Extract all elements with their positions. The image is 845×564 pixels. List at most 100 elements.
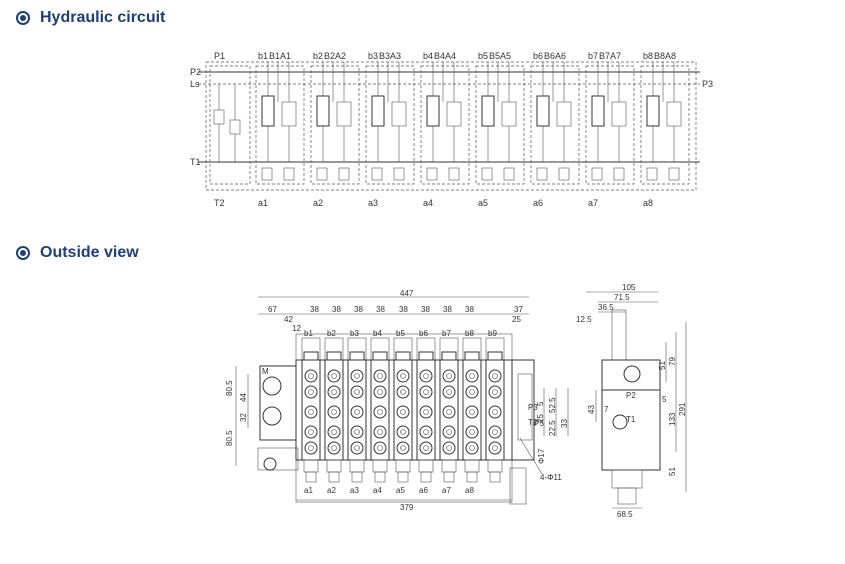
outside-view-title: Outside view <box>40 244 139 261</box>
dim-left-32: 32 <box>239 413 248 422</box>
port-label-top: B7 <box>599 51 610 61</box>
port-label-top: B5 <box>489 51 500 61</box>
outside-view-heading: Outside view <box>16 244 139 262</box>
section-label-top: b1 <box>304 329 313 338</box>
port-label-ls: Ls <box>190 79 200 89</box>
valve-section: b6 a6 <box>416 329 436 495</box>
port-label-top: A2 <box>335 51 346 61</box>
valve-section: b1 a1 <box>301 329 321 495</box>
port-label-top: A4 <box>445 51 456 61</box>
dim-side-36-5: 36.5 <box>598 303 614 312</box>
port-label-top: b4 <box>423 51 433 61</box>
dim-segment: 37 <box>514 305 523 314</box>
dim-side-68-5: 68.5 <box>617 510 633 519</box>
port-label-bottom: a8 <box>643 198 653 208</box>
port-label-top: A1 <box>280 51 291 61</box>
section-label-top: b2 <box>327 329 336 338</box>
dim-side-12-5: 12.5 <box>576 315 592 324</box>
valve-section: b7 a7 <box>439 329 459 495</box>
section-label-top: b6 <box>419 329 428 338</box>
port-label-bottom: a1 <box>258 198 268 208</box>
hydraulic-circuit-heading: Hydraulic circuit <box>16 9 165 27</box>
dim-side-105: 105 <box>622 283 636 292</box>
dim-right-22-5: 22.5 <box>548 420 557 436</box>
section-label-bottom: a1 <box>304 486 313 495</box>
section-label-bottom: a7 <box>442 486 451 495</box>
section-label-top: b7 <box>442 329 451 338</box>
port-label-p2: P2 <box>190 67 201 77</box>
port-p3: P3 <box>528 403 538 412</box>
dim-side-291: 291 <box>678 402 687 416</box>
port-t2: T2 <box>528 418 538 427</box>
dim-right-25: 25 <box>536 414 545 423</box>
port-label-top: B8 <box>654 51 665 61</box>
port-label-top: A8 <box>665 51 676 61</box>
dim-segment: 38 <box>399 305 408 314</box>
port-label-top: B1 <box>269 51 280 61</box>
port-label-top: B6 <box>544 51 555 61</box>
port-label-top: b7 <box>588 51 598 61</box>
section-label-bottom: a6 <box>419 486 428 495</box>
port-label-top: A7 <box>610 51 621 61</box>
dim-right-52-5: 52.5 <box>548 397 557 413</box>
outside-view-side-drawing: 105 71.5 36.5 12.5 P2 T1 51 79 5 133 291… <box>574 282 700 520</box>
section-label-top: b4 <box>373 329 382 338</box>
dim-hole-17: Φ17 <box>537 448 546 464</box>
port-label-p3: P3 <box>702 79 713 89</box>
port-label-t1: T1 <box>190 157 201 167</box>
port-label-top: b5 <box>478 51 488 61</box>
dim-side-133: 133 <box>668 412 677 426</box>
section-label-top: b3 <box>350 329 359 338</box>
dim-segment: 67 <box>268 305 277 314</box>
section-label-top: b5 <box>396 329 405 338</box>
port-label-top: b3 <box>368 51 378 61</box>
dim-segment: 38 <box>443 305 452 314</box>
port-label-top: B2 <box>324 51 335 61</box>
dim-segment: 38 <box>465 305 474 314</box>
section-label-top: b9 <box>488 329 497 338</box>
valve-section: b3 a3 <box>347 329 367 495</box>
dim-left-80-5-top: 80.5 <box>225 380 234 396</box>
port-label-t2: T2 <box>214 198 225 208</box>
port-label-top: A6 <box>555 51 566 61</box>
dim-side-7: 7 <box>604 405 609 414</box>
port-label-bottom: a7 <box>588 198 598 208</box>
dim-side-51-bottom: 51 <box>668 467 677 476</box>
section-label-bottom: a4 <box>373 486 382 495</box>
dim-segment: 38 <box>376 305 385 314</box>
dim-sub-12: 12 <box>292 324 301 333</box>
marker-m: M <box>262 367 269 376</box>
dim-overall-width: 447 <box>400 289 414 298</box>
dim-left-44: 44 <box>239 393 248 402</box>
section-label-bottom: a8 <box>465 486 474 495</box>
port-label-bottom: a4 <box>423 198 433 208</box>
dim-side-79: 79 <box>668 357 677 366</box>
dim-left-80-5-bottom: 80.5 <box>225 430 234 446</box>
port-label-top: b1 <box>258 51 268 61</box>
section-label-bottom: a2 <box>327 486 336 495</box>
dim-side-5: 5 <box>662 395 667 404</box>
port-label-bottom: a5 <box>478 198 488 208</box>
side-port-t1: T1 <box>626 415 636 424</box>
valve-section: b4 a4 <box>370 329 390 495</box>
port-label-bottom: a2 <box>313 198 323 208</box>
port-label-top: B4 <box>434 51 445 61</box>
port-label-top: b6 <box>533 51 543 61</box>
port-label-top: A3 <box>390 51 401 61</box>
valve-section: b2 a2 <box>324 329 344 495</box>
dim-hole-4x11: 4-Φ11 <box>540 473 562 482</box>
port-label-top: B3 <box>379 51 390 61</box>
port-label-top: b8 <box>643 51 653 61</box>
port-label-top: A5 <box>500 51 511 61</box>
bullet-radio-icon <box>16 246 30 260</box>
port-label-bottom: a6 <box>533 198 543 208</box>
bullet-radio-icon <box>16 11 30 25</box>
section-label-bottom: a3 <box>350 486 359 495</box>
side-port-p2: P2 <box>626 391 636 400</box>
section-label-bottom: a5 <box>396 486 405 495</box>
dim-side-51-top: 51 <box>658 361 667 370</box>
port-label-p1: P1 <box>214 51 225 61</box>
valve-section: b5 a5 <box>393 329 413 495</box>
